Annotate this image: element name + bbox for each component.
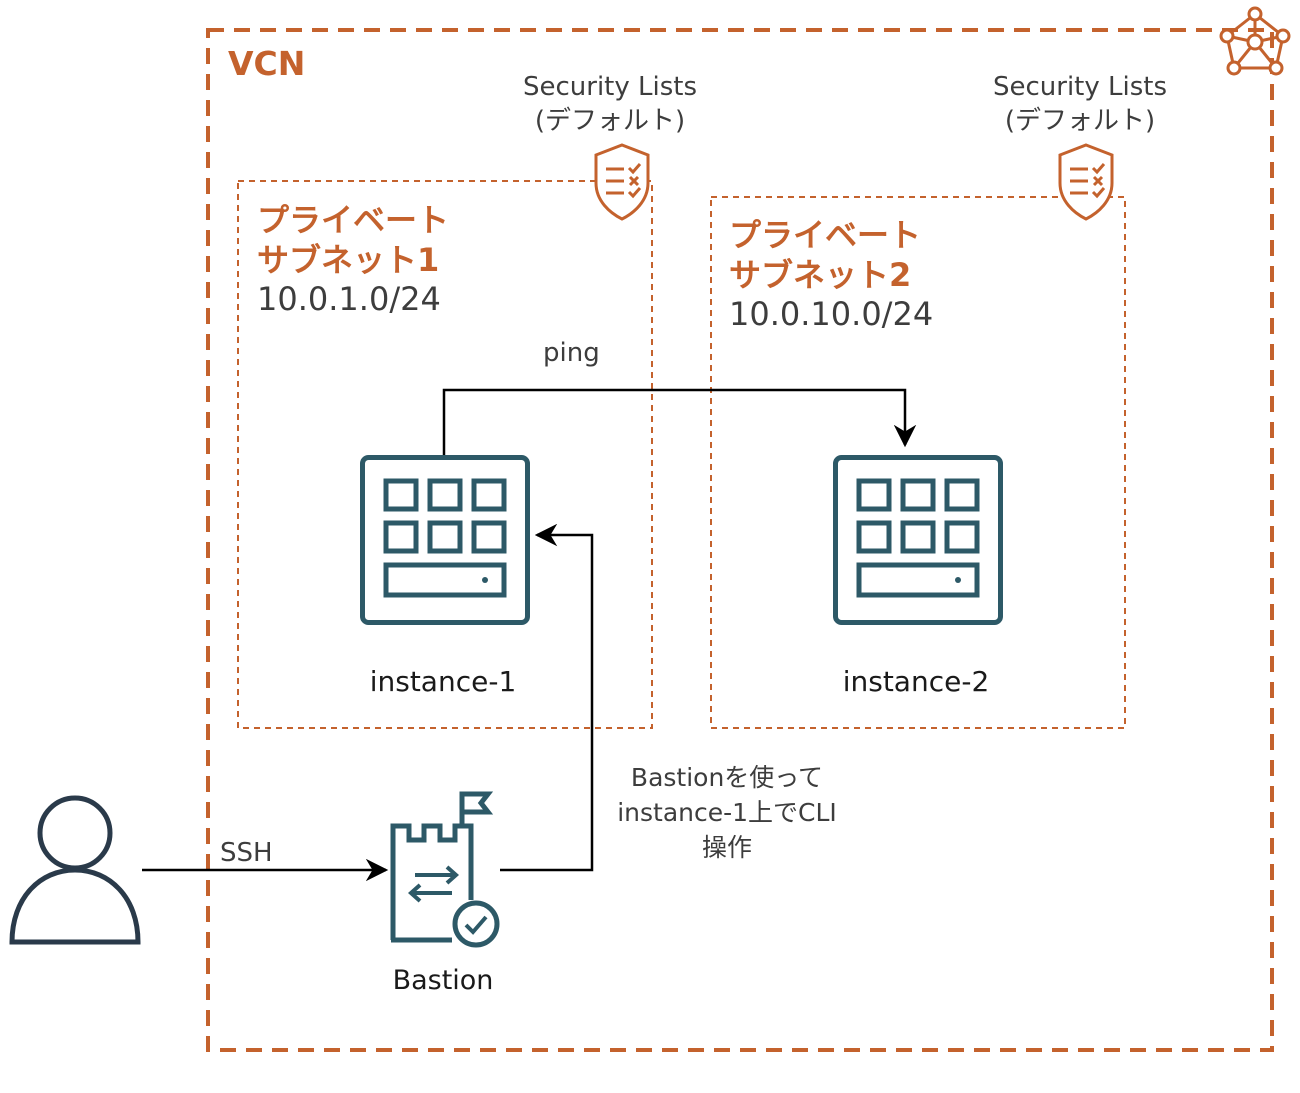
subnet-1-header: プライベート サブネット1 10.0.1.0/24 xyxy=(257,201,450,318)
ping-connector xyxy=(442,388,917,455)
vcn-boundary xyxy=(206,28,1274,1052)
security-list-icon xyxy=(1058,143,1114,221)
user-icon xyxy=(9,795,141,945)
bastion-note: Bastionを使ってinstance-1上でCLI操作 xyxy=(617,763,837,862)
instance-2-label: instance-2 xyxy=(842,665,990,698)
compute-instance-icon xyxy=(360,455,530,625)
security-list-label-2: Security Lists (デフォルト) xyxy=(992,72,1168,136)
network-icon xyxy=(1219,6,1291,76)
subnet-2-header: プライベート サブネット2 10.0.10.0/24 xyxy=(729,216,934,333)
bastion-icon xyxy=(390,791,500,948)
security-list-icon xyxy=(594,143,650,221)
ssh-label: SSH xyxy=(220,838,273,868)
vcn-title: VCN xyxy=(228,44,306,83)
subnet-2-cidr: 10.0.10.0/24 xyxy=(729,295,934,333)
bastion-connector xyxy=(500,523,594,872)
bastion-label: Bastion xyxy=(392,965,494,996)
security-list-label-1: Security Lists (デフォルト) xyxy=(522,72,698,136)
compute-instance-icon xyxy=(833,455,1003,625)
subnet-1-boundary xyxy=(237,180,653,729)
subnet-1-cidr: 10.0.1.0/24 xyxy=(257,280,441,318)
instance-1-label: instance-1 xyxy=(369,665,517,698)
ping-label: ping xyxy=(543,338,600,368)
